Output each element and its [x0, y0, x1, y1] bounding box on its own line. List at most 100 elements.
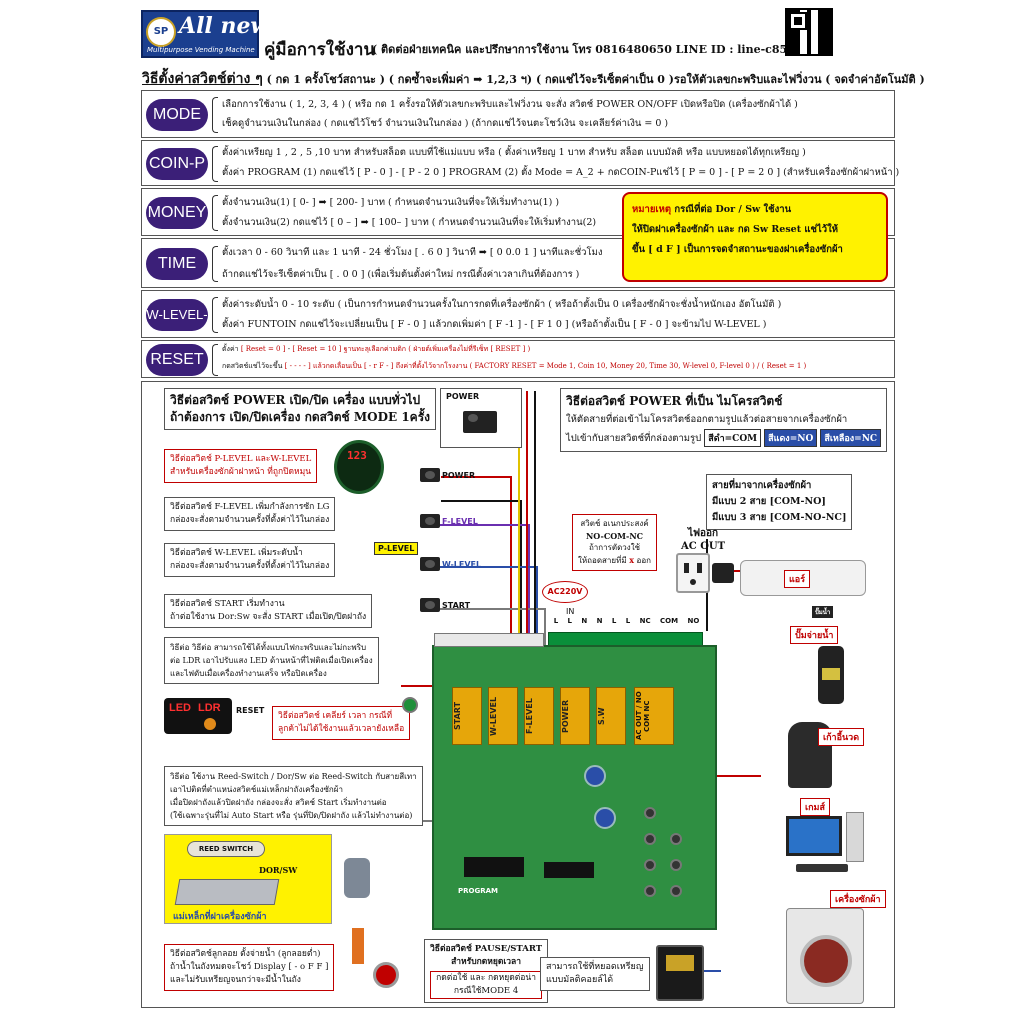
ac-out-label-2: AC OUT [681, 541, 726, 552]
micro-switch-box: POWER [440, 388, 522, 448]
start-note-2: ถ้าต่อใช้งาน Dor:Sw จะสั่ง START เมื่อเป… [170, 612, 367, 622]
reset-callout: วิธีต่อสวิตช์ เคลียร์ เวลา กรณีที่ ลูกค้… [272, 706, 411, 740]
qr-finder [789, 12, 807, 30]
reed-note-4: (ใช้เฉพาะรุ่นที่ไม่ Auto Start หรือ รุ่น… [170, 811, 413, 820]
mode-line-1: เลือกการใช้งาน ( 1, 2, 3, 4 ) ( หรือ กด … [222, 99, 798, 110]
power-switch-icon[interactable] [420, 468, 440, 482]
board-button-icon[interactable] [670, 833, 682, 845]
power-switch-label: POWER [442, 471, 476, 480]
terminal-label: L [553, 617, 559, 625]
pause-button-icon[interactable] [373, 962, 399, 988]
board-button-icon[interactable] [644, 885, 656, 897]
wire-note-1: สายที่มาจากเครื่องซักผ้า [712, 480, 812, 491]
board-button-icon[interactable] [644, 859, 656, 871]
terminal-label: L [625, 617, 631, 625]
logo-title: All new [179, 13, 270, 39]
brace [212, 146, 218, 182]
reset-line-1-d: [ Reset = 10 ] ฐานทะลุเลือกค่ามติก ( ฝ่า… [292, 345, 531, 353]
brace [212, 297, 218, 333]
dev-chair-label: เก้าอี้นวด [818, 728, 865, 746]
relay-start: START [452, 687, 482, 745]
reset-note-2: ลูกค้าไม่ได้ใช้งานแล้วเวลายังเหลือ [278, 724, 405, 734]
magnet-icon [174, 879, 280, 905]
micro-switch-icon [463, 411, 497, 433]
magnet-label: แม่เหล็กที่ฝาเครื่องซักผ้า [173, 912, 267, 922]
ldr-label: LDR [198, 702, 221, 714]
ldr-note-3: และไฟดับเมื่อเครื่องทำงานเสร็จ หรือปิดเค… [170, 669, 327, 678]
chip-icon [464, 857, 524, 877]
micro-heading-callout: วิธีต่อสวิตช์ POWER ที่เป็น ไมโครสวิตช์ … [560, 388, 888, 452]
relay-power: POWER [560, 687, 590, 745]
chip-icon [544, 862, 594, 878]
float-note-1: วิธีต่อสวิตช์ลูกลอย ตั้งจ่ายน้ำ (ลูกลอยต… [170, 949, 321, 959]
terminal-label: N [596, 617, 603, 625]
wire-power-red [441, 476, 512, 651]
board-header-connector [434, 633, 544, 647]
ac220-label: AC220V [542, 581, 588, 603]
ldr-sensor-icon [204, 718, 216, 730]
reed-note-3: เมื่อปิดฝาถังแล้วปิดฝาถัง กล่องจะสั่ง สว… [170, 798, 387, 807]
start-switch-icon[interactable] [420, 598, 440, 612]
setting-row-money: MONEY ตั้งจำนวนเงิน(1) [ 0- ] ➡ [ 200- ]… [141, 188, 895, 236]
mode-pill: MODE [146, 99, 208, 131]
p-level-switch-label: P-LEVEL [374, 542, 419, 555]
float-rod-icon [352, 928, 364, 964]
terminal-label: NO [687, 617, 700, 625]
terminal-label: COM [660, 617, 679, 625]
chip-nc: สีเหลือง=NC [820, 429, 882, 447]
coin-acceptor-icon [656, 945, 704, 1001]
board-button-icon[interactable] [670, 859, 682, 871]
pause-callout: วิธีต่อสวิตช์ PAUSE/START สำหรับกดหยุดเว… [424, 939, 549, 1003]
setting-row-coin: COIN-P ตั้งค่าเหรียญ 1 , 2 , 5 ,10 บาท ส… [141, 140, 899, 186]
reset-line-1-c: - [287, 345, 291, 353]
led-label: LED [169, 702, 191, 714]
board-button-icon[interactable] [644, 833, 656, 845]
switch-note-3: ถ้าการตัดวงใช้ [588, 543, 641, 552]
setting-row-wlevel: W-LEVEL-F ตั้งค่าระดับน้ำ 0 - 10 ระดับ (… [141, 290, 895, 354]
terminal-label: L [611, 617, 617, 625]
p-level-note-2: สำหรับเครื่องซักผ้าฝาหน้า ที่ถูกปิดหมุน [170, 467, 312, 477]
f-level-switch-label: F-LEVEL [442, 517, 478, 526]
pump-tag: ปั๊มน้ำ [812, 606, 834, 618]
reset-line-2: กดสวิตช์แช่ไว้จะขึ้น [ - - - - ] แล้วกดเ… [222, 361, 806, 372]
time-line-1: ตั้งเวลา 0 - 60 วินาที และ 1 นาที - 24 ช… [222, 247, 603, 258]
wlevel-pill: W-LEVEL-F [146, 299, 208, 354]
brace [212, 97, 218, 133]
f-level-switch-icon[interactable] [420, 514, 440, 528]
plug-icon [712, 563, 734, 583]
reset-line-1-a: ตั้งค่า [222, 345, 239, 353]
outlet-pin [697, 563, 702, 573]
note-line-3: ขึ้น [ d F ] เป็นการจดจำสถานะของฝาเครื่อ… [632, 244, 843, 255]
power-heading-callout: วิธีต่อสวิตช์ POWER เปิด/ปิด เครื่อง แบบ… [164, 388, 436, 430]
reed-callout: วิธีต่อ ใช้งาน Reed-Switch / Dor/Sw ต่อ … [164, 766, 423, 826]
switch-note-4: ให้ถอดสายที่มี x ออก [578, 554, 651, 567]
switch-note-2: NO-COM-NC [585, 531, 644, 541]
wiring-diagram [141, 381, 895, 1008]
board-button-icon[interactable] [670, 885, 682, 897]
board-button-icon[interactable] [644, 807, 656, 819]
setting-row-time: TIME ตั้งเวลา 0 - 60 วินาที และ 1 นาที -… [141, 238, 895, 288]
dev-washer-label: เครื่องซักผ้า [830, 890, 886, 908]
pause-sub-box: กดต่อใช้ และ กดหยุดต่อน่า กรณีใช้MODE 4 [430, 971, 543, 999]
display-dial: 123 [334, 440, 384, 494]
reed-note-2: เอาไปติดที่ตำแหน่งสวิตช์แม่เหล็กฝาถังเคร… [170, 785, 343, 794]
float-sensor-icon [344, 858, 370, 898]
brace [212, 344, 218, 376]
terminal-label: N [581, 617, 588, 625]
w-level-switch-icon[interactable] [420, 557, 440, 571]
intro-line: วิธีตั้งค่าสวิตช์ต่าง ๆ ( กด 1 ครั้งโชว์… [142, 68, 925, 90]
micro-line-2-text: ไปเข้ากับสายสวิตช์ที่กล่องตามรูป [566, 433, 702, 444]
ac-out-label: ไฟออก AC OUT [681, 527, 725, 553]
float-note-3: และไม่รับเหรียญจนกว่าจะมีน้ำในถัง [170, 975, 301, 985]
reset-button-icon[interactable] [402, 697, 418, 713]
capacitor-icon [584, 765, 606, 787]
dor-sw-label: DOR/SW [259, 865, 298, 875]
outlet-ground [690, 579, 696, 585]
relay-flevel: F-LEVEL [524, 687, 554, 745]
mode-line-2: เช็คดูจำนวนเงินในกล่อง ( กดแช่ไว้โชว์ จำ… [222, 118, 669, 129]
wire-power-black [441, 500, 522, 651]
intro-text: ( กด 1 ครั้งโชว์สถานะ ) ( กดซ้ำจะเพิ่มค่… [266, 73, 925, 86]
micro-heading: วิธีต่อสวิตช์ POWER ที่เป็น ไมโครสวิตช์ [566, 394, 783, 408]
